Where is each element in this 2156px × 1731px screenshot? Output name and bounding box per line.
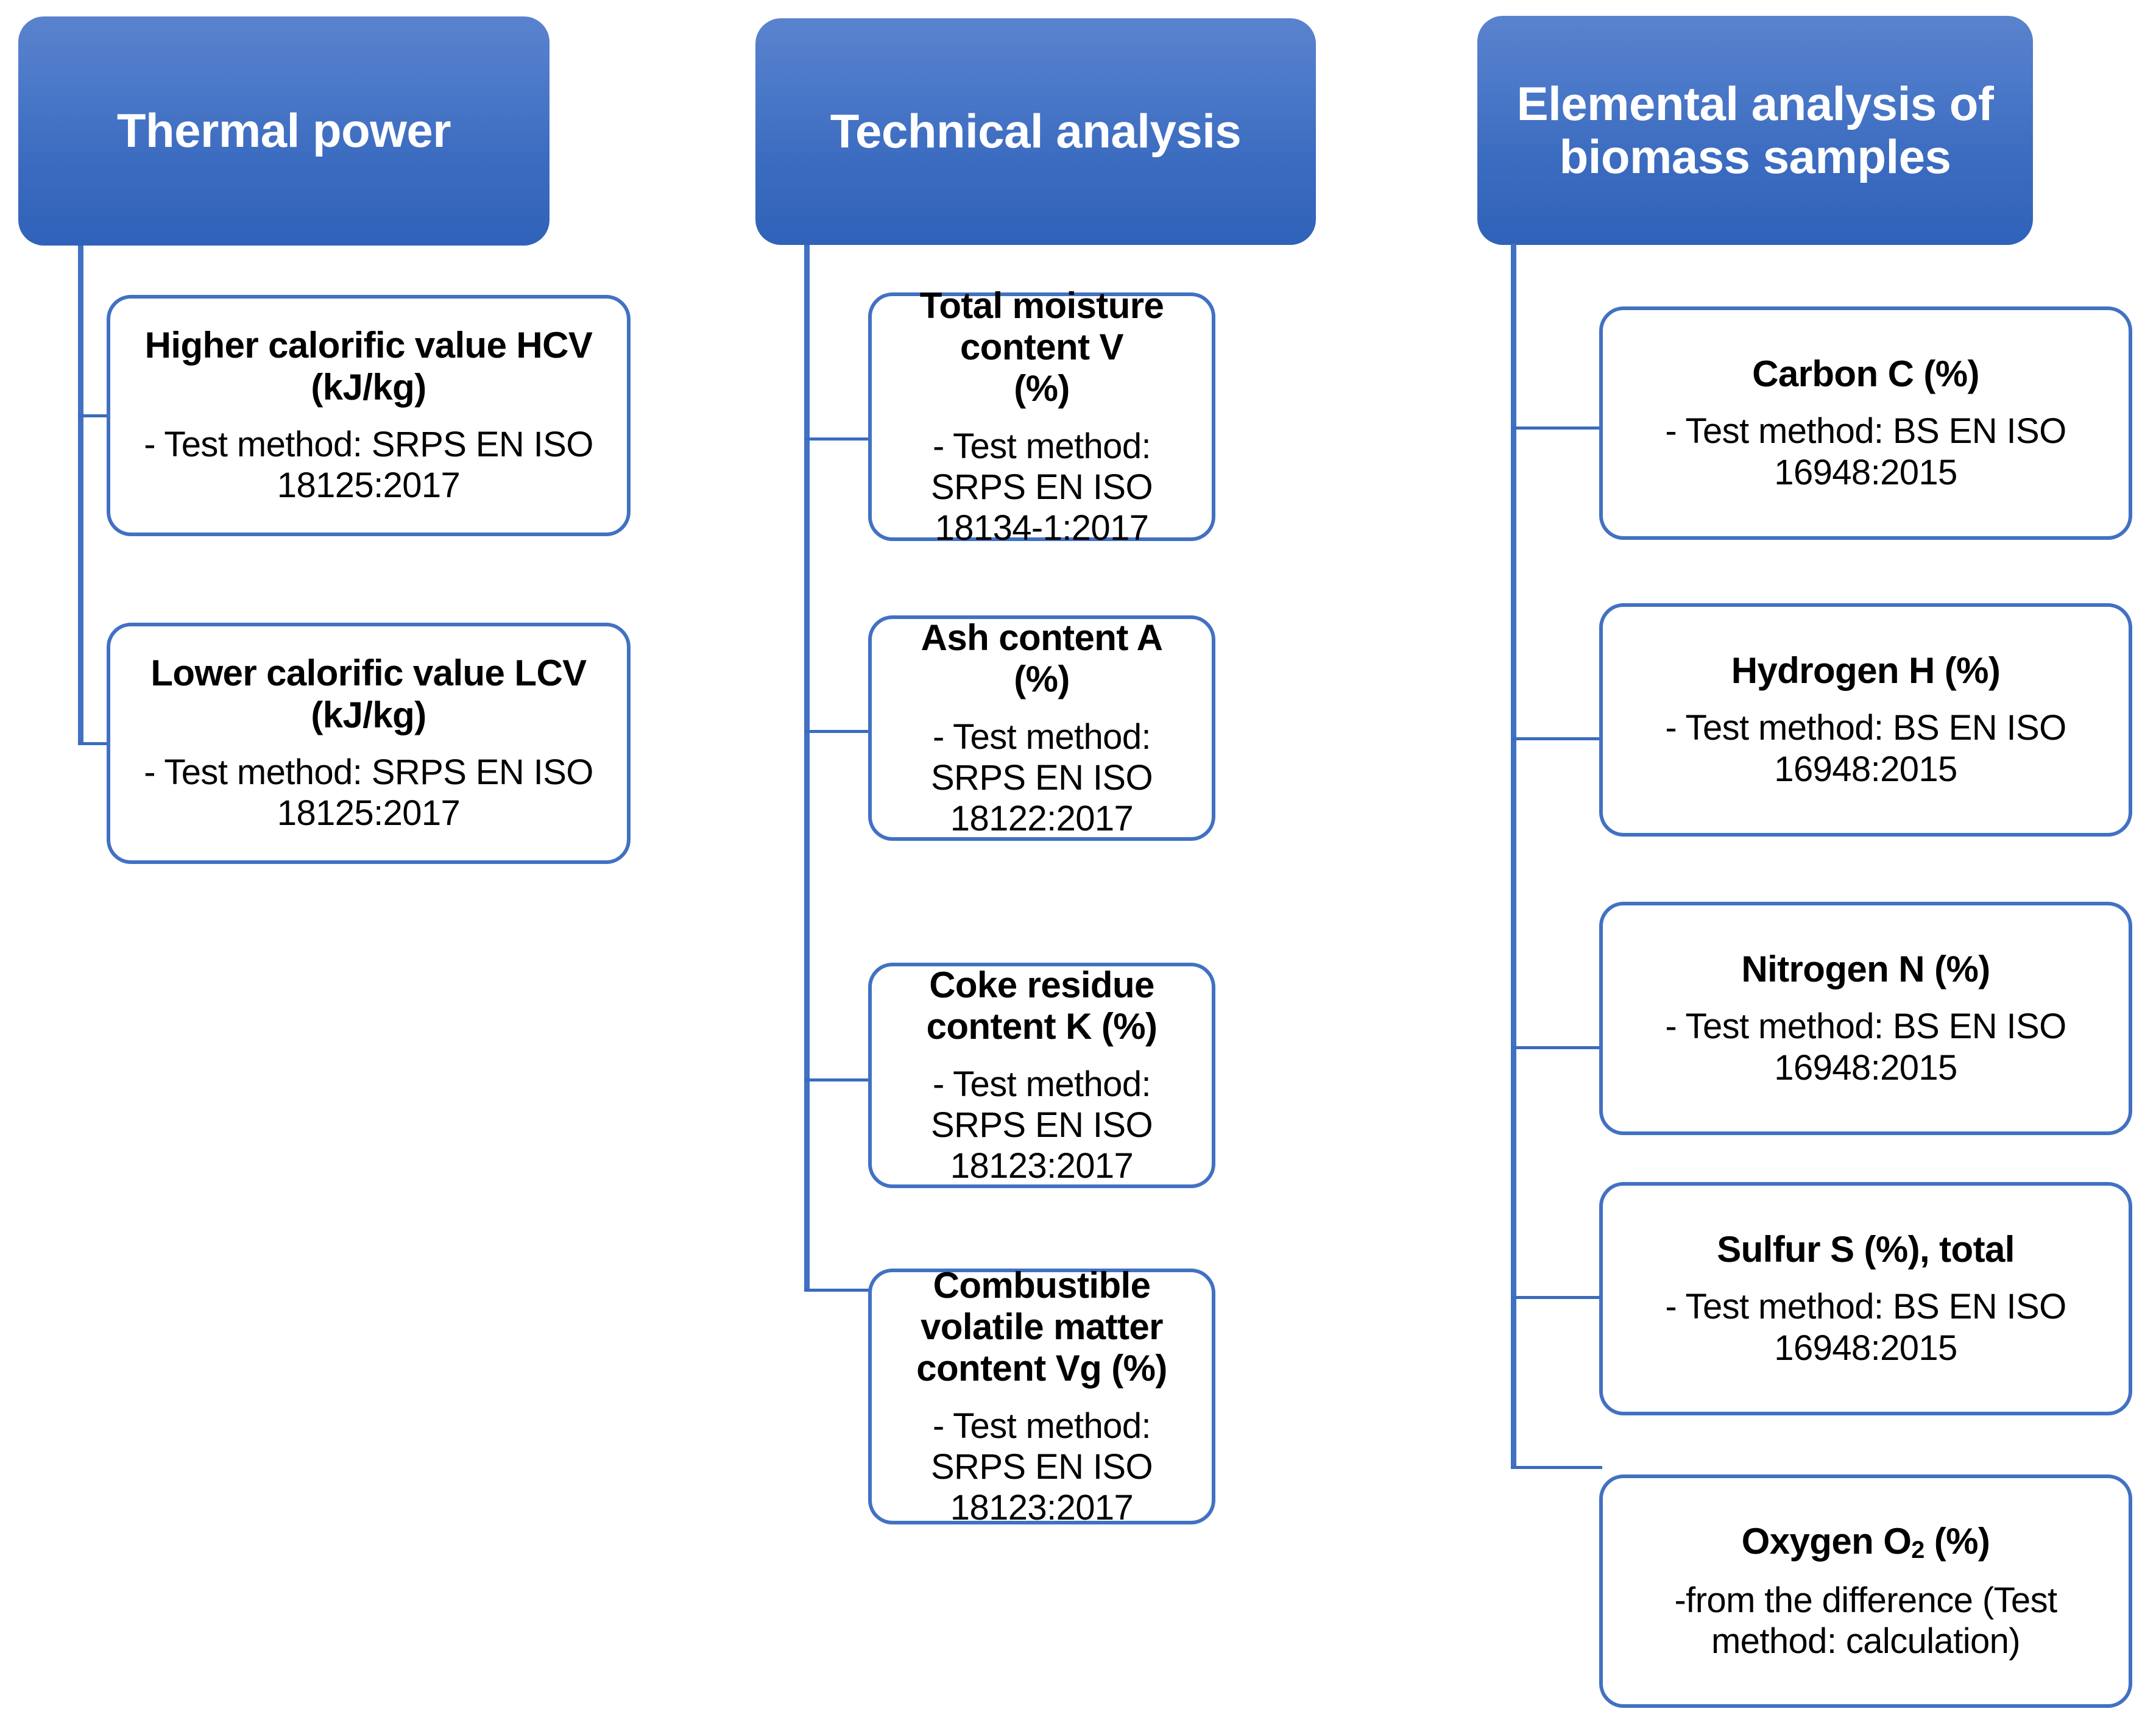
- connector-trunk-thermal-power: [78, 246, 83, 745]
- column-header-elemental-analysis[interactable]: Elemental analysis of biomass samples: [1477, 16, 2033, 245]
- card-title-line2: (kJ/kg): [311, 694, 426, 735]
- card-title: Higher calorific value HCV (kJ/kg): [145, 325, 593, 408]
- card-detail: - Test method: BS EN ISO 16948:2015: [1665, 411, 2066, 492]
- card-title-line2: (kJ/kg): [311, 366, 426, 408]
- card-title-line2: (%): [1014, 368, 1070, 409]
- card-title-line1: Ash content A (%): [921, 617, 1163, 700]
- card-title-line1: Carbon C (%): [1752, 353, 1979, 395]
- connector-stub-volatile-matter: [804, 1289, 871, 1292]
- card-detail: - Test method: BS EN ISO 16948:2015: [1665, 1007, 2066, 1088]
- card-oxygen[interactable]: Oxygen O2 (%) -from the difference (Test…: [1599, 1474, 2132, 1708]
- connector-stub-nitrogen: [1511, 1046, 1602, 1049]
- card-detail: - Test method: SRPS EN ISO 18122:2017: [930, 717, 1153, 839]
- column-header-label: Technical analysis: [830, 104, 1242, 158]
- card-combustible-volatile-matter[interactable]: Combustible volatile matter content Vg (…: [868, 1265, 1215, 1527]
- connector-trunk-elemental-analysis: [1511, 244, 1516, 1468]
- connector-stub-ash-content: [804, 730, 871, 733]
- card-coke-residue-content[interactable]: Coke residue content K (%) - Test method…: [868, 963, 1215, 1188]
- column-header-line1: Elemental analysis of: [1516, 76, 1994, 130]
- card-title: Oxygen O2 (%): [1742, 1521, 1990, 1564]
- card-title-line1: Higher calorific value HCV: [144, 325, 593, 366]
- card-title: Carbon C (%): [1752, 353, 1979, 395]
- card-title: Combustible volatile matter content Vg (…: [890, 1265, 1193, 1390]
- card-detail: - Test method: SRPS EN ISO 18123:2017: [930, 1406, 1153, 1528]
- card-sulfur[interactable]: Sulfur S (%), total - Test method: BS EN…: [1599, 1182, 2132, 1415]
- card-title: Lower calorific value LCV (kJ/kg): [150, 653, 587, 736]
- card-carbon[interactable]: Carbon C (%) - Test method: BS EN ISO 16…: [1599, 306, 2132, 540]
- connector-stub-hcv: [78, 414, 115, 417]
- column-header-line2: biomass samples: [1559, 130, 1951, 183]
- card-title-line1: Sulfur S (%), total: [1717, 1229, 2015, 1270]
- card-detail: - Test method: SRPS EN ISO 18134-1:2017: [930, 426, 1153, 548]
- card-total-moisture-content[interactable]: Total moisture content V (%) - Test meth…: [868, 285, 1215, 548]
- column-header-label: Elemental analysis of biomass samples: [1517, 77, 1994, 184]
- card-title: Sulfur S (%), total: [1717, 1229, 2015, 1270]
- column-elemental-analysis: Elemental analysis of biomass samples Ca…: [1450, 0, 2156, 1731]
- connector-stub-hydrogen: [1511, 737, 1602, 740]
- connector-stub-coke-residue: [804, 1078, 871, 1081]
- column-header-label: Thermal power: [116, 104, 451, 158]
- connector-stub-total-moisture: [804, 437, 871, 441]
- column-technical-analysis: Technical analysis Total moisture conten…: [719, 0, 1486, 1731]
- column-thermal-power: Thermal power Higher calorific value HCV…: [0, 0, 719, 1731]
- card-title: Total moisture content V (%): [890, 285, 1193, 410]
- card-title: Ash content A (%): [890, 617, 1193, 701]
- card-title-line1: Oxygen O: [1741, 1520, 1912, 1562]
- card-title-line1: Lower calorific value LCV: [150, 653, 587, 694]
- connector-stub-sulfur: [1511, 1296, 1602, 1299]
- card-title-line1: Total moisture content V: [919, 285, 1164, 367]
- card-title-line2: (%): [1924, 1520, 1990, 1562]
- card-detail: - Test method: SRPS EN ISO 18123:2017: [930, 1064, 1153, 1186]
- card-nitrogen[interactable]: Nitrogen N (%) - Test method: BS EN ISO …: [1599, 902, 2132, 1135]
- card-higher-calorific-value[interactable]: Higher calorific value HCV (kJ/kg) - Tes…: [107, 295, 631, 536]
- card-title-line2: content Vg (%): [916, 1348, 1167, 1389]
- card-detail: - Test method: BS EN ISO 16948:2015: [1665, 708, 2066, 789]
- card-ash-content[interactable]: Ash content A (%) - Test method: SRPS EN…: [868, 615, 1215, 841]
- card-title-line1: Hydrogen H (%): [1731, 650, 2001, 692]
- card-title: Hydrogen H (%): [1731, 650, 2001, 692]
- card-title: Nitrogen N (%): [1741, 949, 1990, 990]
- connector-stub-oxygen: [1511, 1466, 1602, 1469]
- card-title-subscript: 2: [1911, 1536, 1924, 1563]
- card-detail: - Test method: BS EN ISO 16948:2015: [1665, 1287, 2066, 1368]
- card-detail: -from the difference (Test method: calcu…: [1674, 1580, 2057, 1662]
- card-title: Coke residue content K (%): [890, 965, 1193, 1048]
- connector-trunk-technical-analysis: [804, 245, 810, 1292]
- column-header-thermal-power[interactable]: Thermal power: [18, 16, 550, 246]
- column-header-technical-analysis[interactable]: Technical analysis: [755, 18, 1316, 245]
- card-title-line1: Combustible volatile matter: [921, 1264, 1163, 1347]
- card-detail: - Test method: SRPS EN ISO 18125:2017: [144, 752, 593, 834]
- card-hydrogen[interactable]: Hydrogen H (%) - Test method: BS EN ISO …: [1599, 603, 2132, 837]
- card-lower-calorific-value[interactable]: Lower calorific value LCV (kJ/kg) - Test…: [107, 623, 631, 864]
- card-title-line1: Nitrogen N (%): [1741, 949, 1990, 990]
- card-title-line1: Coke residue content K (%): [926, 964, 1158, 1047]
- connector-stub-carbon: [1511, 427, 1602, 430]
- connector-stub-lcv: [78, 742, 115, 745]
- card-detail: - Test method: SRPS EN ISO 18125:2017: [144, 425, 593, 506]
